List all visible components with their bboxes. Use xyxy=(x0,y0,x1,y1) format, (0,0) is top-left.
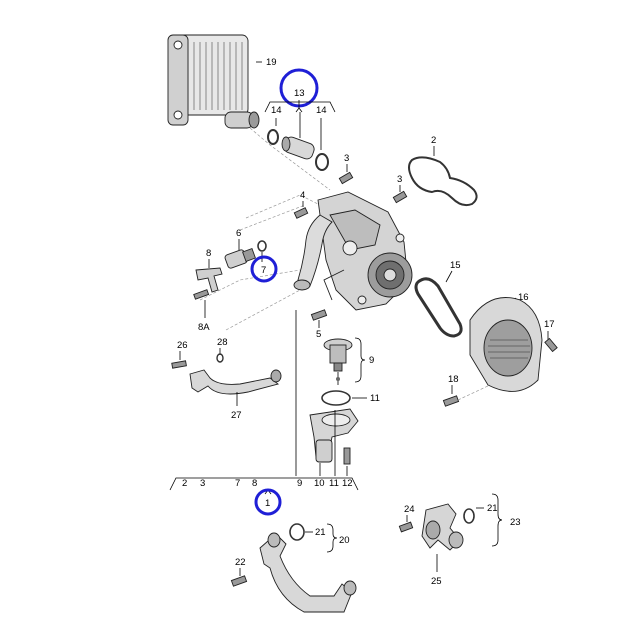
label-3-right: 3 xyxy=(397,174,402,185)
label-3-upper: 3 xyxy=(344,153,349,164)
label-15: 15 xyxy=(450,260,461,271)
label-9: 9 xyxy=(369,355,374,366)
label-17: 17 xyxy=(544,319,555,330)
label-28: 28 xyxy=(217,337,228,348)
o-ring-28 xyxy=(216,353,224,363)
belt-15 xyxy=(414,277,463,338)
thermostat-pin xyxy=(336,377,340,381)
callout-2: 2 xyxy=(182,478,187,489)
label-25: 25 xyxy=(431,576,442,587)
callout-12: 12 xyxy=(342,478,353,489)
bolt-3-upper xyxy=(338,171,354,185)
label-21-left: 21 xyxy=(315,527,326,538)
label-23: 23 xyxy=(510,517,521,528)
callout-11: 11 xyxy=(329,478,339,489)
bolt-8a xyxy=(193,289,210,300)
bolt-26 xyxy=(171,360,187,369)
coolant-pipe-27 xyxy=(189,369,280,395)
coolant-fitting-25 xyxy=(421,503,464,551)
highlight-circle-1 xyxy=(254,488,282,516)
callout-9: 9 xyxy=(297,478,302,489)
o-ring-21-right xyxy=(463,508,475,524)
label-27: 27 xyxy=(231,410,242,421)
highlight-circle-7 xyxy=(250,255,278,283)
callout-8: 8 xyxy=(252,478,257,489)
callout-bracket-1 xyxy=(169,477,359,491)
bolt-4 xyxy=(293,207,309,219)
label-5: 5 xyxy=(316,329,321,340)
label-16: 16 xyxy=(518,292,529,303)
bolt-22 xyxy=(230,575,248,587)
connector-pipe-13 xyxy=(281,136,315,160)
water-pump-housing xyxy=(317,191,413,311)
label-18: 18 xyxy=(448,374,459,385)
label-19: 19 xyxy=(266,57,277,68)
coolant-outlet-10 xyxy=(309,408,359,463)
label-24: 24 xyxy=(404,504,415,515)
label-20: 20 xyxy=(339,535,350,546)
label-21-right: 21 xyxy=(487,503,498,514)
label-2: 2 xyxy=(431,135,436,146)
o-ring-7 xyxy=(257,240,267,252)
label-8a: 8A xyxy=(198,322,210,333)
bolt-18 xyxy=(442,395,460,407)
label-22: 22 xyxy=(235,557,246,568)
label-13: 13 xyxy=(294,88,305,99)
belt-cover-16 xyxy=(469,297,543,392)
o-ring-14-right xyxy=(315,153,329,171)
bolt-12 xyxy=(343,447,351,465)
label-4: 4 xyxy=(300,190,305,201)
thermostat-9 xyxy=(323,338,353,372)
label-8: 8 xyxy=(206,248,211,259)
callout-7: 7 xyxy=(235,478,240,489)
label-14-right: 14 xyxy=(316,105,327,116)
clip-8 xyxy=(195,267,223,293)
label-7: 7 xyxy=(261,265,266,276)
callout-3: 3 xyxy=(200,478,205,489)
label-11: 11 xyxy=(370,393,380,404)
bolt-3-right xyxy=(392,190,408,204)
label-1: 1 xyxy=(265,498,270,509)
o-ring-21-left xyxy=(289,523,305,541)
bolt-17 xyxy=(544,337,558,353)
label-14-left: 14 xyxy=(271,105,282,116)
bolt-24 xyxy=(398,521,414,533)
o-ring-11 xyxy=(321,390,351,406)
oil-cooler xyxy=(167,34,260,129)
coolant-pipe-20 xyxy=(259,533,353,613)
o-ring-14-left xyxy=(267,129,279,145)
callout-10: 10 xyxy=(314,478,325,489)
gasket-2 xyxy=(408,156,478,207)
temperature-sensor-6 xyxy=(224,248,256,269)
label-26: 26 xyxy=(177,340,188,351)
bolt-5 xyxy=(310,309,328,321)
label-6: 6 xyxy=(236,228,241,239)
